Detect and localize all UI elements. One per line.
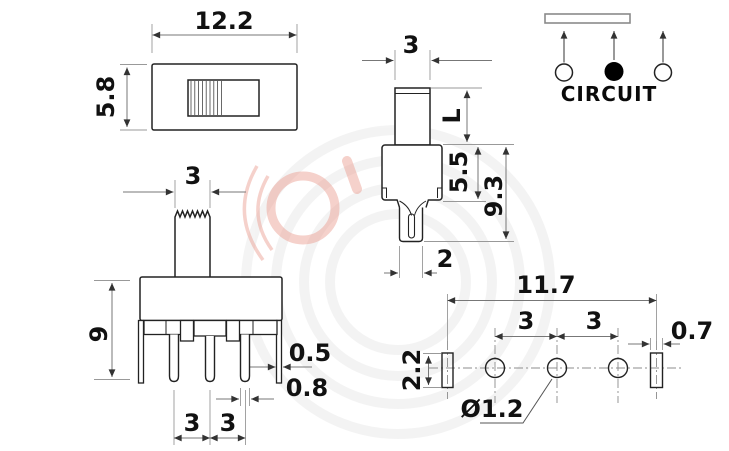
slider-knob-front: [174, 209, 211, 277]
watermark-power-icon: [242, 156, 362, 262]
mount-tab-left: [137, 319, 145, 384]
side-view-extension-lines: [394, 50, 514, 278]
pin-neck-sides: [396, 199, 430, 208]
dim-label-knob-length: L: [438, 108, 466, 123]
dim-label-front-knob-width: 3: [185, 162, 202, 190]
dim-label-front-height: 9: [85, 326, 113, 343]
slider-position-bar: [544, 13, 631, 24]
circuit-label: CIRCUIT: [561, 82, 658, 106]
base-edge-lines: [165, 320, 254, 335]
contact-common-filled: [604, 62, 624, 81]
dim-label-top-height: 5.8: [92, 76, 120, 119]
pcb-slot-left: [441, 352, 454, 389]
base-boss-center: [193, 319, 227, 337]
dim-label-pcb-pitch-right: 3: [586, 307, 603, 335]
dim-label-pin-width: 0.8: [286, 374, 329, 402]
top-view: 12.2 5.8: [92, 7, 298, 131]
front-view: 3 9 0.5 0.8 3 3: [85, 162, 331, 445]
side-view: 3 L 5.5 9.3 2: [362, 31, 514, 278]
front-view-extension-lines: [94, 180, 250, 445]
terminal-pin-1: [168, 334, 180, 383]
mount-tab-right: [275, 319, 283, 384]
dim-label-side-pin-width: 2: [437, 245, 454, 273]
contact-open-2: [653, 63, 673, 82]
pcb-centerlines: [429, 328, 681, 403]
slider-knob-top: [187, 79, 260, 117]
switch-body-side: [381, 144, 443, 201]
hole-diameter-leader: [480, 378, 553, 424]
dim-label-hole-diameter: Ø1.2: [461, 395, 524, 423]
slider-knob-side: [394, 87, 431, 146]
pcb-slot-right: [649, 352, 664, 389]
front-view-dim-lines: [108, 188, 312, 442]
pin-slot: [407, 213, 416, 239]
pcb-hole-2: [546, 357, 568, 379]
side-tab-notches: [382, 187, 442, 198]
dim-label-side-knob-width: 3: [403, 31, 420, 59]
pcb-hole-3: [607, 357, 629, 379]
top-view-extension-lines: [120, 24, 298, 131]
dim-label-top-width: 12.2: [194, 7, 253, 35]
circuit-diagram: CIRCUIT: [544, 13, 673, 106]
knob-serration-hatch: [190, 81, 222, 115]
dim-label-front-pitch-left: 3: [184, 409, 201, 437]
contact-open-1: [554, 63, 574, 82]
side-view-dim-lines: [362, 57, 510, 277]
pcb-layout: 11.7 3 3 0.7 2.2 Ø1.2: [398, 271, 714, 424]
dim-label-slot-width: 0.7: [671, 317, 714, 345]
terminal-pin-2: [204, 336, 216, 383]
pcb-dim-lines: [425, 297, 680, 385]
dim-label-slot-height: 2.2: [398, 349, 426, 392]
dim-label-pcb-span: 11.7: [516, 271, 575, 299]
terminal-pin-side: [398, 207, 424, 243]
pcb-extension-lines: [423, 294, 663, 388]
switch-body-front: [139, 276, 283, 322]
dim-label-body-height: 5.5: [445, 151, 473, 194]
base-tab-right: [225, 319, 241, 342]
dim-label-total-height: 9.3: [480, 175, 508, 218]
base-tab-left: [179, 319, 195, 342]
contact-arrows: [560, 31, 667, 63]
pcb-hole-1: [484, 357, 506, 379]
dim-label-front-pitch-right: 3: [220, 409, 237, 437]
dim-label-tab-thickness: 0.5: [289, 339, 332, 367]
terminal-pin-3: [239, 334, 251, 383]
dim-label-pcb-pitch-left: 3: [518, 307, 535, 335]
